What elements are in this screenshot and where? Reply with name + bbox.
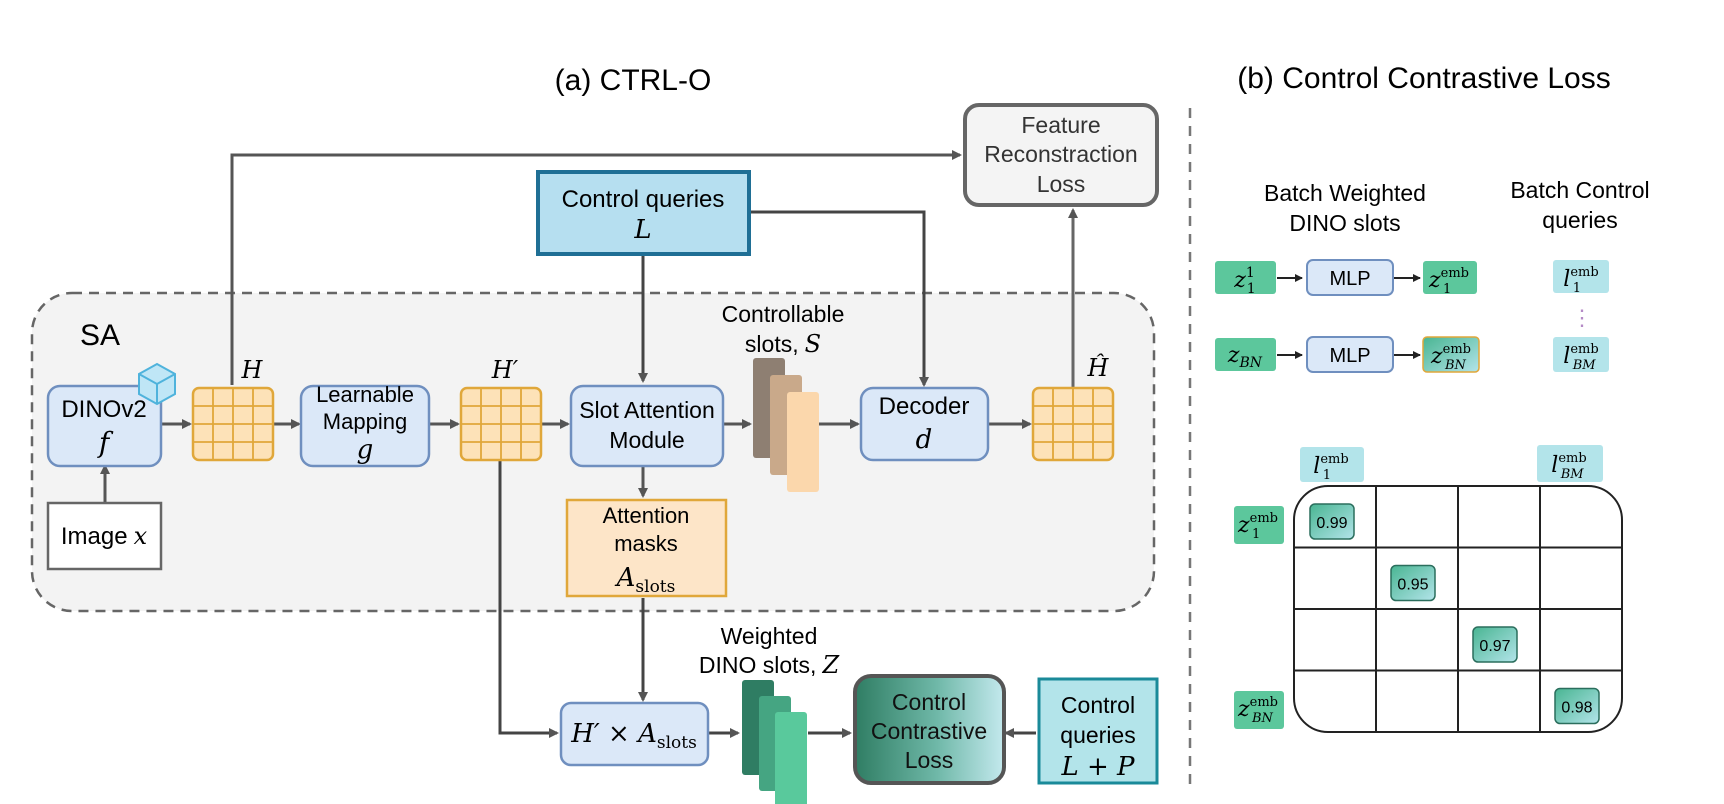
batch-queries-heading-2: queries [1542, 207, 1617, 233]
diagonal-cell [1554, 687, 1600, 725]
slot-attention-line1: Slot Attention [579, 397, 715, 423]
panel-a-title: (a) CTRL-O [555, 64, 712, 97]
controllable-slots-stack [753, 358, 819, 492]
feature-grid-h [191, 386, 275, 462]
mlp-label-1: MLP [1329, 268, 1370, 290]
controllable-slots-line1: Controllable [722, 301, 845, 327]
recon-line2: Reconstraction [984, 141, 1137, 167]
batch-queries-heading-1: Batch Control [1510, 177, 1649, 203]
slot-attention-box: Slot Attention Module [569, 384, 725, 468]
queries-bottom-symbol: L + P [1060, 752, 1135, 782]
mapping-line1: Learnable [316, 382, 414, 407]
recon-line3: Loss [1037, 171, 1086, 197]
grid-label-h-prime: H′ [491, 356, 519, 384]
slot-attention-line2: Module [609, 427, 684, 453]
feature-reconstruction-loss-box: Feature Reconstraction Loss [963, 103, 1159, 207]
diagonal-cell [1390, 564, 1436, 602]
queries-bottom-line2: queries [1060, 722, 1135, 748]
masks-line1: Attention [603, 503, 690, 528]
attention-masks-box: Attention masks Aslots [565, 498, 728, 598]
diagonal-cell [1472, 626, 1518, 663]
grid-label-h: H [241, 356, 264, 384]
frozen-cube-icon [138, 362, 176, 406]
control-queries-top-symbol: L [633, 215, 651, 245]
weighted-slots-stack [742, 680, 807, 804]
panel-b-title: (b) Control Contrastive Loss [1237, 62, 1610, 95]
query-dots: ⋮ [1571, 305, 1593, 330]
product-symbol: H′ × Aslots [570, 719, 697, 753]
masks-symbol: Aslots [615, 563, 676, 597]
mapping-line2: Mapping [323, 409, 407, 434]
similarity-matrix: 0.99 0.95 0.97 0.98 [1293, 485, 1623, 733]
diagonal-value: 0.98 [1561, 700, 1592, 717]
loss-line2: Contrastive [871, 718, 987, 744]
control-queries-top-box: Control queries L [536, 170, 751, 256]
feature-grid-h-hat [1031, 386, 1115, 462]
arrow-h-to-recon [230, 150, 962, 385]
recon-line1: Feature [1021, 112, 1100, 138]
controllable-slots-line2: slots,S [745, 330, 821, 358]
weighted-slots-line2: DINO slots,Z [699, 651, 841, 679]
dinov2-label: DINOv2 [61, 396, 146, 423]
control-queries-top-label: Control queries [562, 186, 725, 213]
dinov2-box: DINOv2 f [46, 384, 163, 468]
queries-bottom-line1: Control [1061, 692, 1135, 718]
control-queries-bottom-box: Control queries L + P [1037, 677, 1159, 785]
diagonal-value: 0.97 [1479, 638, 1510, 655]
loss-line1: Control [892, 689, 966, 715]
mlp-label-2: MLP [1329, 345, 1370, 367]
control-contrastive-loss-box: Control Contrastive Loss [853, 674, 1006, 785]
grid-label-h-hat: Ĥ [1087, 353, 1110, 382]
batch-slots-heading-1: Batch Weighted [1264, 180, 1426, 206]
masks-line2: masks [614, 531, 678, 556]
z-last-label: zBN [1227, 343, 1263, 371]
diagonal-value: 0.99 [1316, 515, 1347, 532]
batch-slots-heading-2: DINO slots [1289, 210, 1400, 236]
product-box: H′ × Aslots [559, 701, 710, 767]
decoder-label: Decoder [879, 393, 970, 420]
decoder-symbol: d [916, 425, 933, 455]
arrow-queries-to-decoder [749, 210, 929, 387]
sa-label: SA [80, 319, 120, 352]
loss-line3: Loss [905, 747, 954, 773]
weighted-slots-line1: Weighted [721, 623, 818, 649]
arrow-hprime-to-product [498, 460, 559, 738]
feature-grid-h-prime [459, 386, 543, 462]
diagonal-value: 0.95 [1397, 577, 1428, 594]
decoder-box: Decoder d [859, 386, 990, 462]
learnable-mapping-box: Learnable Mapping g [299, 382, 431, 468]
diagonal-cell [1309, 503, 1355, 540]
mapping-symbol: g [357, 435, 374, 465]
